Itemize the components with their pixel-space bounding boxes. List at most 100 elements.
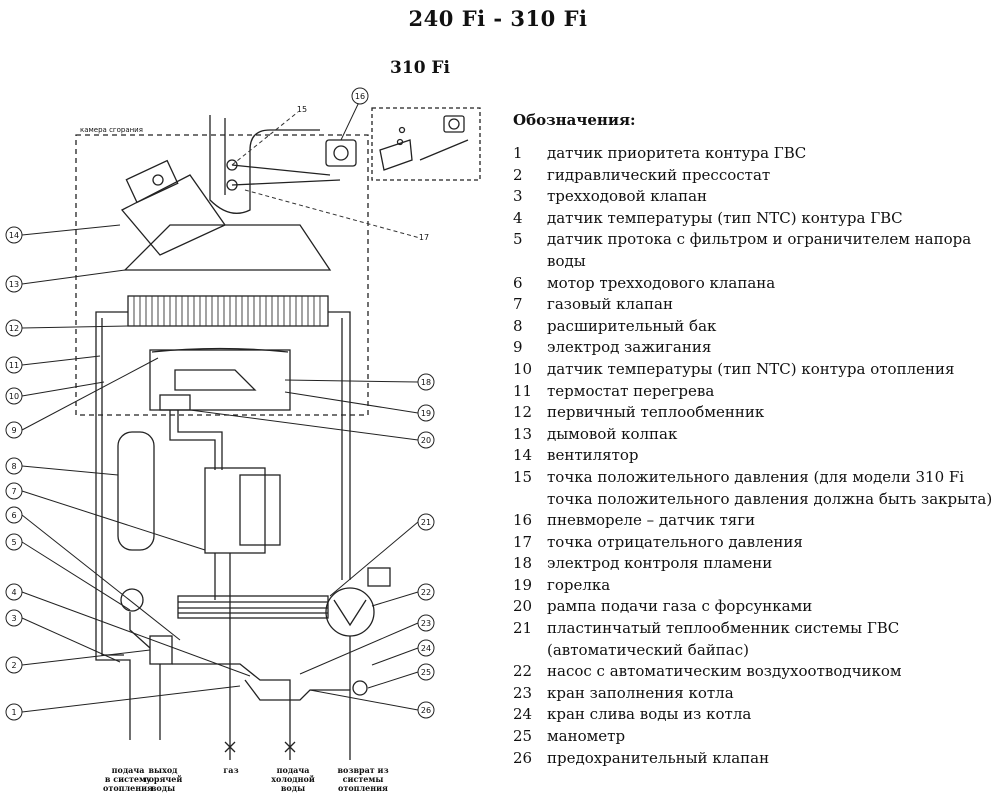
callout-14 <box>5 226 23 244</box>
legend-number: 5 <box>513 230 523 249</box>
legend-number: 14 <box>513 446 533 465</box>
legend-item: 15 точка положительного давления (для мод… <box>513 467 993 510</box>
callout-26-label: 26 <box>421 706 431 715</box>
legend-number: 24 <box>513 705 533 724</box>
legend-text: датчик протока с фильтром и ограничителе… <box>547 230 972 270</box>
callout-3-label: 3 <box>11 614 16 623</box>
legend-text: предохранительный клапан <box>547 748 770 767</box>
legend-text: электрод контроля пламени <box>547 554 773 573</box>
callout-21-label: 21 <box>421 518 431 527</box>
callout-3 <box>5 609 23 627</box>
callout-1 <box>5 703 23 721</box>
callout-19-label: 19 <box>421 409 431 418</box>
page-title: 240 Fi - 310 Fi <box>408 6 588 31</box>
legend-number: 3 <box>513 187 523 206</box>
inset-pressure-switch <box>379 115 469 171</box>
legend-number: 11 <box>513 381 533 400</box>
legend-text: мотор трехходового клапана <box>547 273 776 292</box>
callout-14-label: 14 <box>9 231 19 240</box>
legend-number: 2 <box>513 165 523 184</box>
legend-text: электрод зажигания <box>547 338 712 357</box>
callout-16 <box>351 87 369 105</box>
legend-item: 6 мотор трехходового клапана <box>513 273 993 295</box>
expansion-vessel <box>117 431 155 551</box>
model-subtitle: 310 Fi <box>390 58 450 78</box>
legend-number: 6 <box>513 273 523 292</box>
label-gas: газ <box>223 765 239 775</box>
legend-text: датчик температуры (тип NTC) контура ото… <box>547 359 955 378</box>
combustion-chamber-label: камера сгорания <box>80 126 143 134</box>
callout-17-label: 17 <box>419 233 429 242</box>
plate-heat-exchanger <box>177 595 329 619</box>
callout-2 <box>5 656 23 674</box>
legend-text: трехходовой клапан <box>547 187 708 206</box>
legend-text: вентилятор <box>547 446 639 465</box>
callout-10-label: 10 <box>9 392 19 401</box>
burner <box>149 347 291 411</box>
primary-heat-exchanger <box>127 295 329 327</box>
legend-number: 17 <box>513 532 533 551</box>
legend-item: 5 датчик протока с фильтром и ограничител… <box>513 229 993 272</box>
legend-item: 1 датчик приоритета контура ГВС <box>513 143 993 165</box>
callout-8-label: 8 <box>11 462 16 471</box>
legend-number: 18 <box>513 554 533 573</box>
label-hot-water-out: выход горячей воды <box>143 765 183 793</box>
legend-number: 9 <box>513 338 523 357</box>
combustion-chamber-outline <box>75 134 369 416</box>
heating-flow-pipe <box>95 311 131 740</box>
callout-25 <box>417 663 435 681</box>
label-cold-water-in: подача холодной воды <box>271 765 315 793</box>
callout-23 <box>417 614 435 632</box>
legend-number: 15 <box>513 467 533 486</box>
legend-text: пневмореле – датчик тяги <box>547 511 756 530</box>
legend-text: пластинчатый теплообменник системы ГВС (… <box>547 619 900 659</box>
callout-2-label: 2 <box>11 661 16 670</box>
legend-text: гидравлический прессостат <box>547 165 771 184</box>
legend-text: газовый клапан <box>547 295 673 314</box>
callout-7 <box>5 482 23 500</box>
callout-13 <box>5 275 23 293</box>
legend-number: 1 <box>513 144 523 162</box>
legend-item: 2 гидравлический прессостат <box>513 165 993 187</box>
legend-item: 3 трехходовой клапан <box>513 186 993 208</box>
legend-text: кран заполнения котла <box>547 683 734 702</box>
legend-item: 24 кран слива воды из котла <box>513 704 993 726</box>
callout-26 <box>417 701 435 719</box>
legend-number: 12 <box>513 403 533 422</box>
legend-number: 13 <box>513 424 533 443</box>
callout-1-label: 1 <box>11 708 16 717</box>
callout-9 <box>5 421 23 439</box>
callout-22-label: 22 <box>421 588 431 597</box>
label-heating-supply: подача в систему отопления <box>103 765 153 793</box>
callout-12-label: 12 <box>9 324 19 333</box>
callout-21 <box>417 513 435 531</box>
flue-duct <box>209 115 320 214</box>
legend-number: 20 <box>513 597 533 616</box>
fan <box>120 159 226 256</box>
legend-text: кран слива воды из котла <box>547 705 752 724</box>
legend-text: первичный теплообменник <box>547 403 765 422</box>
callout-24-label: 24 <box>421 644 431 653</box>
callout-10 <box>5 387 23 405</box>
legend-text: точка положительного давления (для модел… <box>547 467 993 508</box>
callout-20-label: 20 <box>421 436 431 445</box>
legend-number: 4 <box>513 208 523 227</box>
callout-6-label: 6 <box>11 511 16 520</box>
callout-18-label: 18 <box>421 378 431 387</box>
legend-text: датчик приоритета контура ГВС <box>547 144 807 162</box>
exchanger-fins <box>133 296 321 326</box>
callout-4 <box>5 583 23 601</box>
callout-5 <box>5 533 23 551</box>
gas-valve <box>204 467 281 760</box>
legend-number: 25 <box>513 727 533 746</box>
callout-6 <box>5 506 23 524</box>
